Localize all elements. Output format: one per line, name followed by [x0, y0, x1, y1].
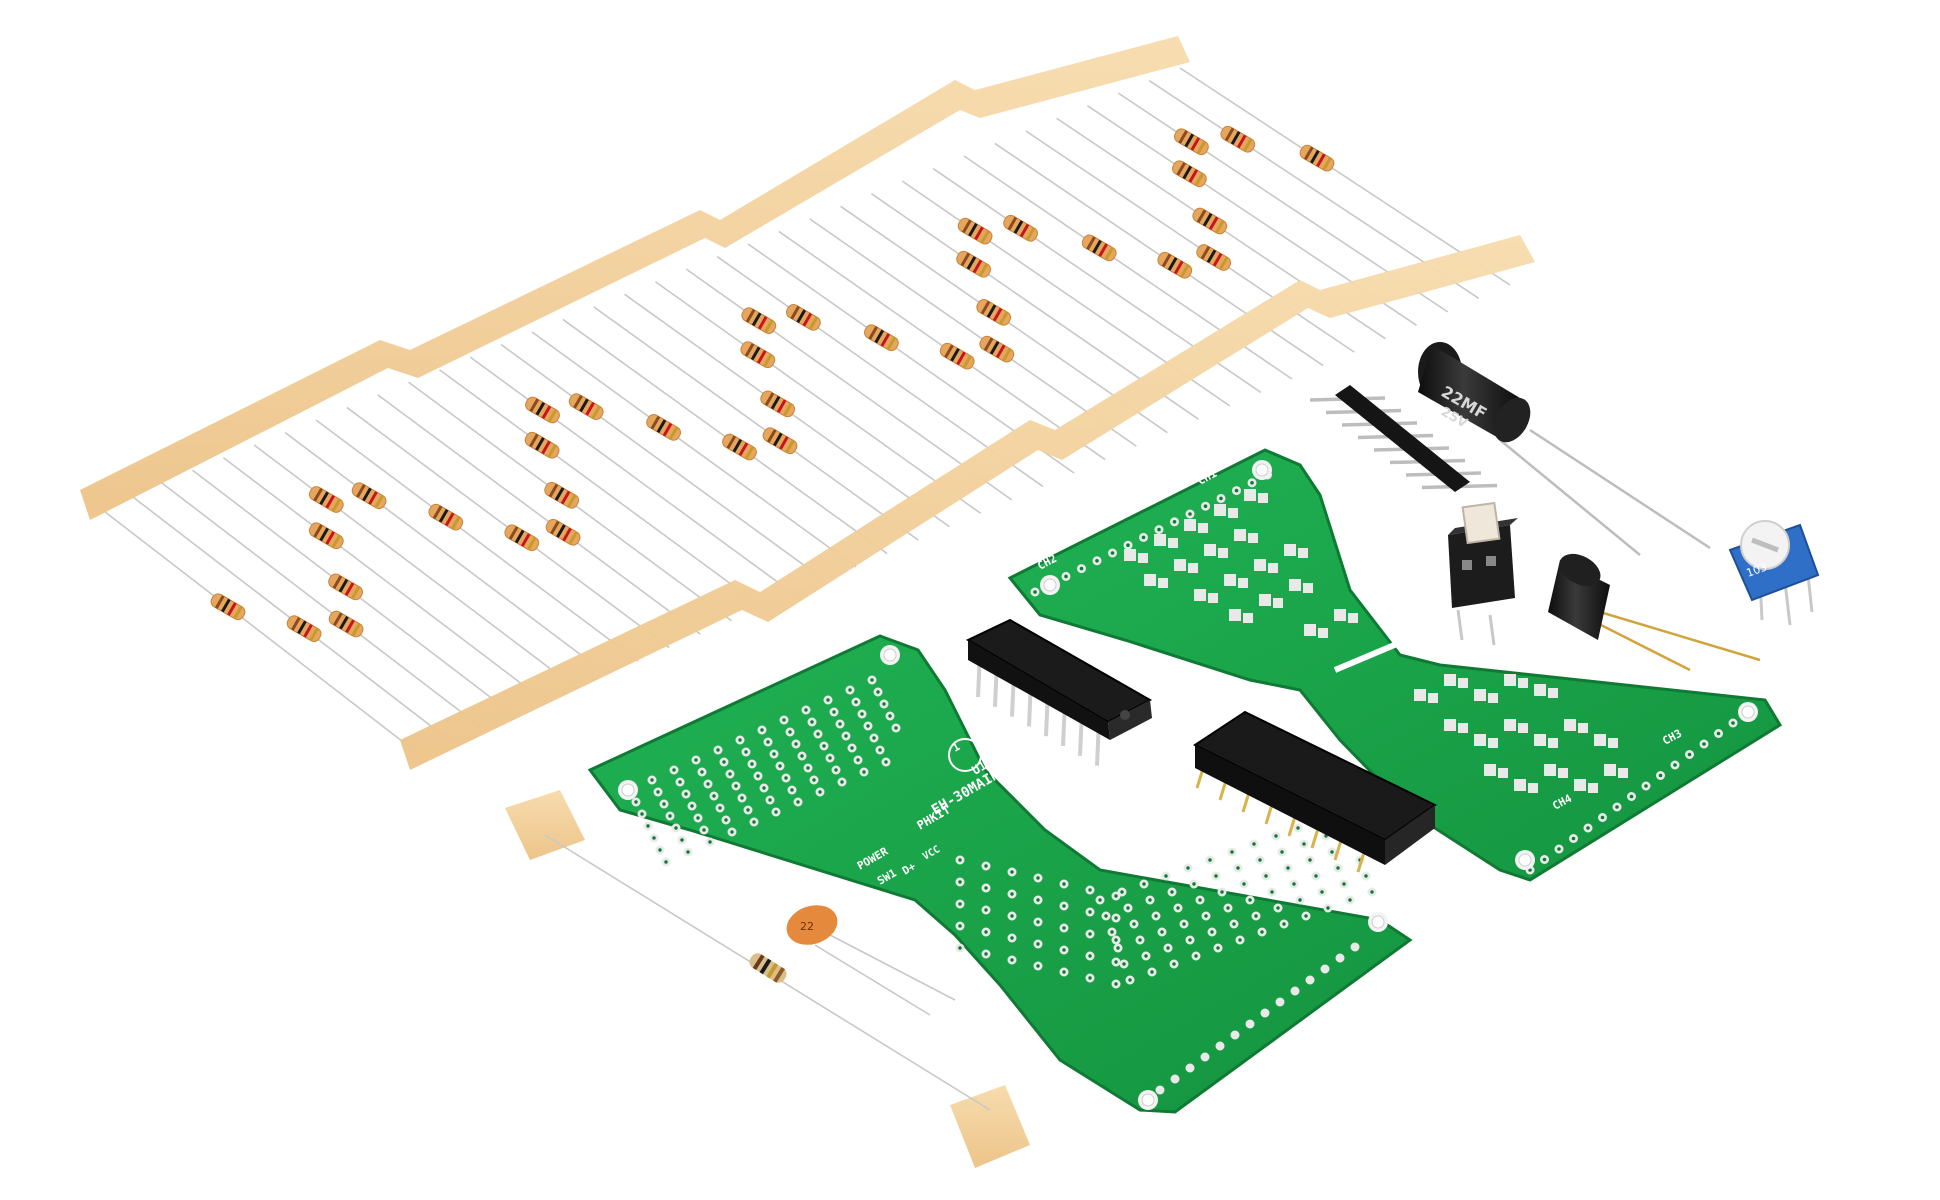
resistor-icon: [1220, 125, 1256, 153]
pcb-dplus-mark: D+: [900, 860, 918, 878]
resistor-icon: [1172, 160, 1207, 188]
electrolytic-capacitor: 22MF 25V: [1418, 342, 1711, 556]
resistor-icon: [1157, 251, 1193, 279]
resistor-icon: [1196, 244, 1232, 271]
resistor-icon: [939, 342, 975, 370]
pcb-main-pads: [618, 645, 1388, 1110]
resistor-icon: [308, 522, 344, 550]
tape-piece-bottom: [950, 1085, 1030, 1168]
loose-resistor: [544, 834, 991, 1111]
resistor-icon: [957, 217, 993, 245]
tape-piece-left: [505, 790, 585, 860]
resistor-icon: [864, 324, 899, 352]
pcb-main-board: EH-30MAIN PHKIT U1 1 D+ POWER SW1 VCC: [587, 634, 1413, 1114]
pcb-main-outline: [587, 634, 1413, 1114]
ceramic-cap-label: 22: [800, 920, 814, 933]
small-black-component: [1548, 553, 1761, 672]
resistor-icon: [544, 481, 580, 509]
female-header: [1193, 710, 1437, 873]
resistor-bodies: [210, 125, 1335, 642]
resistor-tape-strip: [80, 36, 1535, 770]
potentiometer: 103: [1728, 520, 1820, 626]
resistor-icon: [1299, 144, 1335, 172]
resistor-icon: [741, 307, 777, 334]
resistor-icon: [1174, 128, 1209, 156]
resistor-icon: [1081, 234, 1117, 262]
pcb-led-board: EH-30LED PHKIT CH1 CH2 CH3 CH4: [1007, 448, 1783, 882]
resistor-icon: [760, 390, 796, 418]
resistor-icon: [1192, 207, 1228, 235]
pcb-ic-ref: U1: [970, 758, 990, 777]
tape-band-lower: [400, 235, 1535, 770]
tape-band-upper: [80, 36, 1190, 520]
resistor-icon: [308, 486, 344, 513]
resistor-icon: [646, 414, 681, 441]
resistor-icon: [351, 482, 387, 510]
resistor-icon: [525, 396, 560, 424]
resistor-icon: [328, 610, 364, 638]
ceramic-capacitor: 22: [786, 905, 956, 1016]
resistor-icon: [786, 304, 821, 331]
resistor-icon: [722, 433, 757, 461]
pcb-led-pads: [1030, 460, 1758, 875]
resistor-icon: [1003, 214, 1038, 242]
resistor-icon: [740, 341, 776, 369]
resistor-icon: [545, 518, 581, 546]
resistor-icon: [976, 299, 1012, 326]
resistor-icon: [956, 250, 991, 278]
resistor-icon: [568, 393, 604, 420]
resistor-icon: [762, 427, 798, 455]
resistor-icon: [428, 503, 464, 531]
push-switch-icon: [1448, 501, 1518, 646]
pcb-led-outline: [1007, 448, 1783, 882]
resistor-icon: [210, 593, 246, 621]
dip-ic-icon: [965, 618, 1153, 766]
pcb-led-brand: PHKIT: [1415, 620, 1457, 652]
pcb-break-line: [1333, 627, 1432, 673]
resistor-icon: [286, 615, 322, 642]
resistor-icon: [524, 431, 560, 459]
pin-header-icon: [1309, 385, 1498, 492]
resistor-icon: [328, 573, 363, 601]
resistor-icon: [979, 335, 1015, 363]
resistor-icon: [504, 524, 540, 552]
